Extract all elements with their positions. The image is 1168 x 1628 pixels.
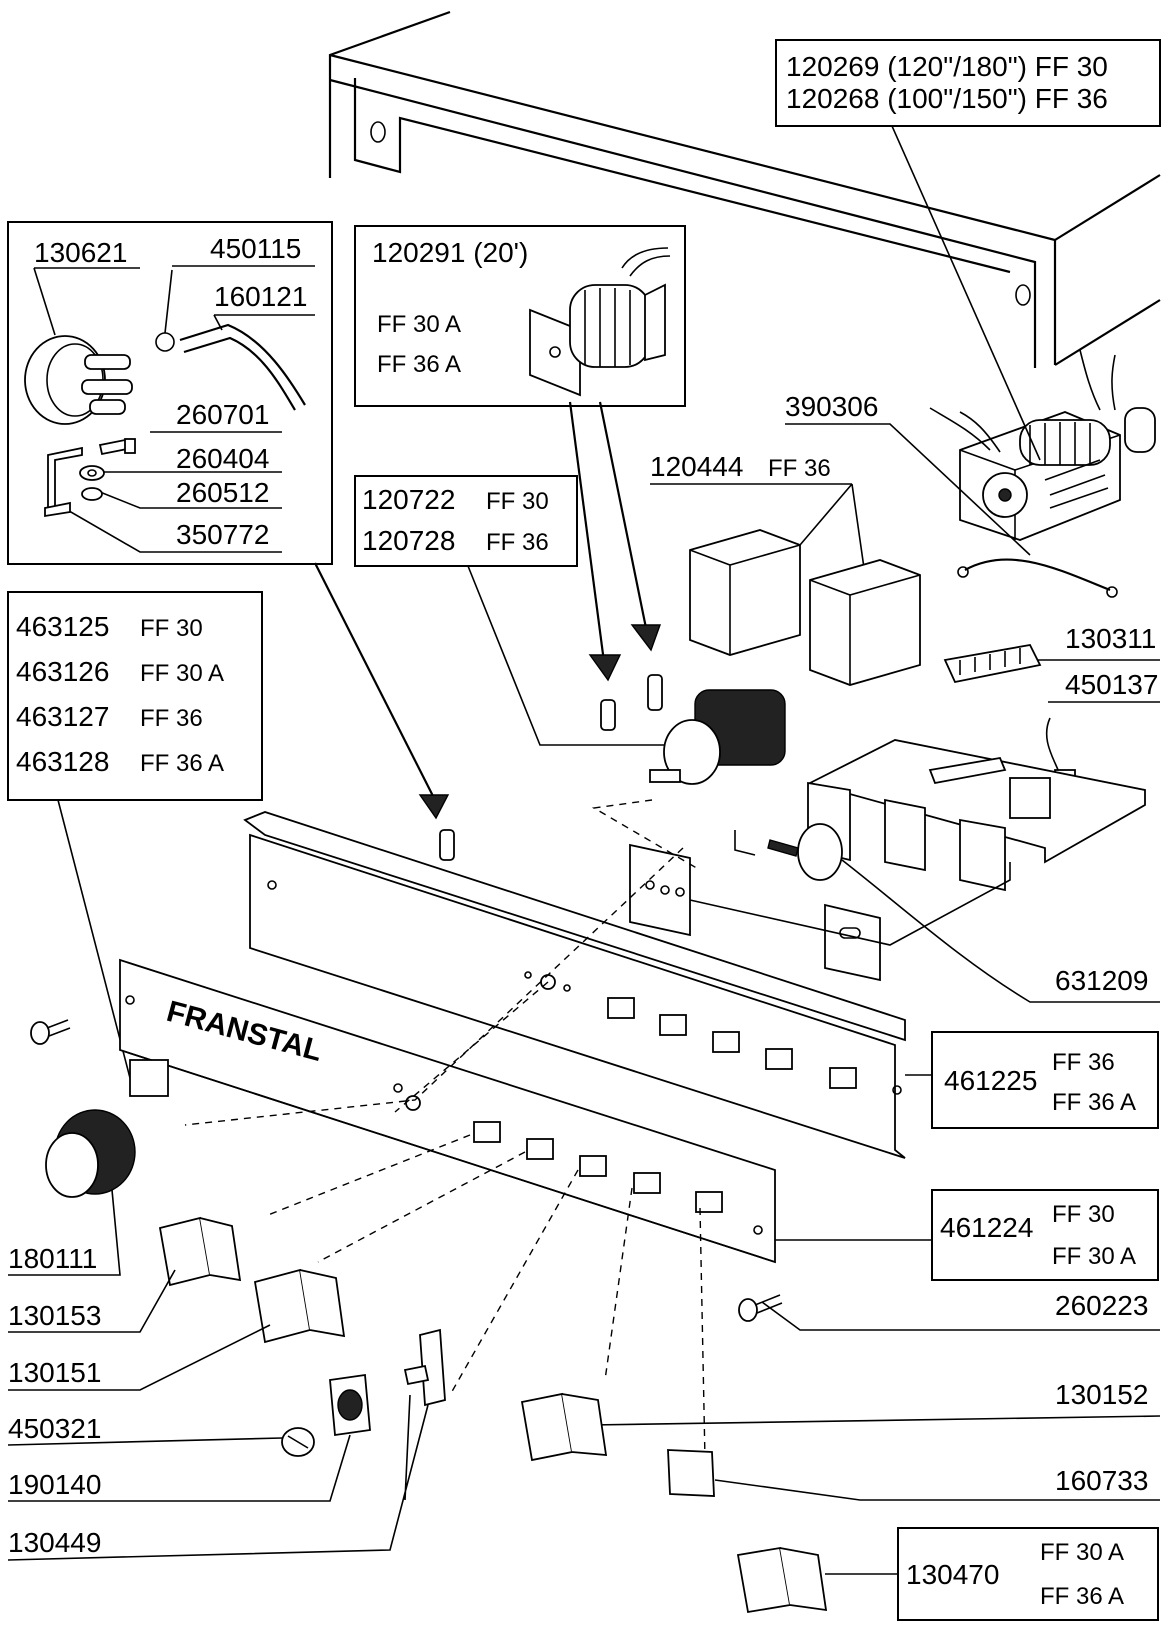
part-180111: 180111	[8, 1243, 97, 1274]
small-timer-part: 120291 (20')	[372, 237, 528, 268]
panel36-part: 461225	[944, 1065, 1037, 1096]
part-160121: 160121	[214, 281, 307, 312]
panel30-part: 461224	[940, 1212, 1033, 1243]
callout-text-120268: 120268 (100"/150") FF 36	[786, 83, 1108, 114]
dashed-guides	[184, 799, 706, 1461]
part-130621: 130621	[34, 237, 127, 268]
part-260404: 260404	[176, 443, 269, 474]
part-260512: 260512	[176, 477, 269, 508]
part-450137: 450137	[1065, 669, 1158, 700]
callout-timer-group: 120269 (120"/180") FF 30 120268 (100"/15…	[775, 39, 1161, 461]
part-390306: 390306	[785, 391, 878, 422]
panel-ff30: FRANSTAL	[119, 958, 776, 1264]
part-631209: 631209	[1055, 965, 1148, 996]
timer-motor-large	[929, 349, 1156, 541]
part-450115: 450115	[210, 233, 301, 264]
switch-130470-model-1: FF 30 A	[1040, 1539, 1124, 1566]
callout-631209: 631209	[841, 859, 1160, 1003]
part-130153: 130153	[8, 1300, 101, 1331]
mounting-plate	[629, 739, 1146, 982]
part-130311: 130311	[1065, 623, 1156, 654]
callout-selector-switch: 120722 FF 30 120728 FF 36	[354, 475, 786, 861]
knob-part-2: 463126	[16, 656, 109, 687]
callout-text-120269: 120269 (120"/180") FF 30	[786, 51, 1108, 82]
part-260701: 260701	[176, 399, 269, 430]
selector-part-1: 120722	[362, 484, 455, 515]
panel-ff36	[243, 811, 906, 1159]
part-160733: 160733	[1055, 1465, 1148, 1496]
assembly-arrows	[314, 401, 661, 820]
part-130470: 130470	[906, 1559, 999, 1590]
knob-model-3: FF 36	[140, 705, 203, 732]
callout-130152: 130152	[520, 1379, 1161, 1462]
panel36-model-2: FF 36 A	[1052, 1089, 1136, 1116]
panel36-model-1: FF 36	[1052, 1049, 1115, 1076]
knob-model-2: FF 30 A	[140, 660, 224, 687]
callout-contactor: 120444 FF 36	[650, 451, 921, 686]
panel30-model-2: FF 30 A	[1052, 1243, 1136, 1270]
callout-pressure-switch-group: 130621 450115 160121 260701 260404 26051…	[7, 221, 333, 565]
part-130151: 130151	[8, 1357, 101, 1388]
callout-390306: 390306	[785, 391, 1118, 598]
selector-part-2: 120728	[362, 525, 455, 556]
callout-160733: 160733	[667, 1449, 1160, 1501]
part-260223: 260223	[1055, 1290, 1148, 1321]
part-350772: 350772	[176, 519, 269, 550]
callout-130470: 130470 FF 30 A FF 36 A	[736, 1527, 1159, 1621]
panel30-model-1: FF 30	[1052, 1201, 1115, 1228]
callout-260223: 260223	[30, 1019, 1160, 1331]
blank-plug-left	[129, 1059, 169, 1097]
contactor-part: 120444	[650, 451, 743, 482]
callout-knob-options: 463125 FF 30 463126 FF 30 A 463127 FF 36…	[7, 591, 263, 1079]
part-450321: 450321	[8, 1413, 101, 1444]
callout-130311: 130311	[943, 623, 1160, 684]
selector-model-1: FF 30	[486, 488, 549, 515]
switch-130470-model-2: FF 36 A	[1040, 1583, 1124, 1610]
knob-model-4: FF 36 A	[140, 750, 224, 777]
part-130152: 130152	[1055, 1379, 1148, 1410]
part-130449: 130449	[8, 1527, 101, 1558]
machine-housing	[328, 10, 1161, 368]
callout-panel-ff36: 461225 FF 36 FF 36 A	[905, 1031, 1159, 1129]
callout-450137: 450137	[1045, 669, 1160, 787]
knob-part-4: 463128	[16, 746, 109, 777]
knob-part-3: 463127	[16, 701, 109, 732]
selector-model-2: FF 36	[486, 529, 549, 556]
left-parts: 180111 130153 130151 450321 190140 13044…	[7, 1109, 446, 1561]
part-190140: 190140	[8, 1469, 101, 1500]
callout-small-timer: 120291 (20') FF 30 A FF 36 A	[354, 225, 686, 407]
callout-panel-ff30: 461224 FF 30 FF 30 A	[775, 1189, 1159, 1281]
contactor-model: FF 36	[768, 455, 831, 482]
small-timer-model-2: FF 36 A	[377, 351, 461, 378]
knob-part-1: 463125	[16, 611, 109, 642]
knob-model-1: FF 30	[140, 615, 203, 642]
small-timer-model-1: FF 30 A	[377, 311, 461, 338]
